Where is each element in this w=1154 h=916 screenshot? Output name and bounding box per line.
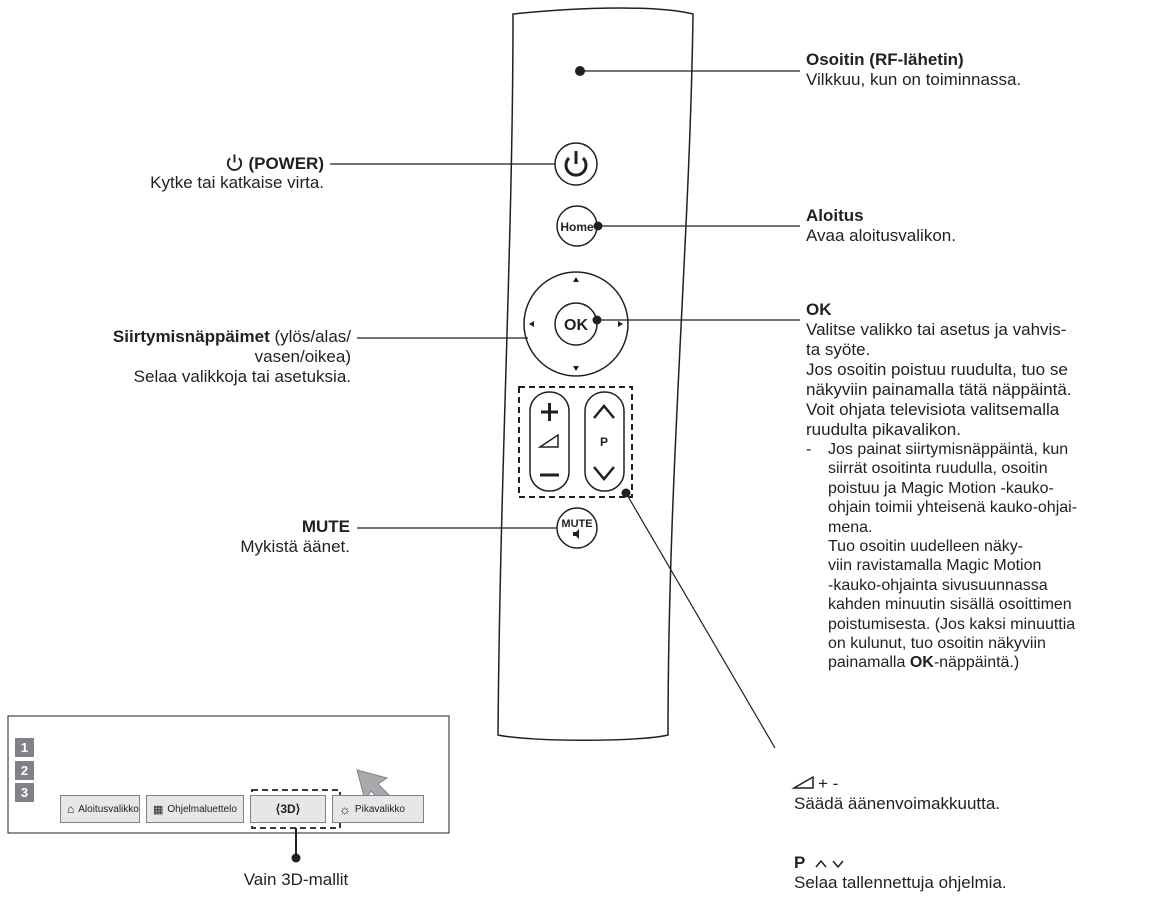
ok-line: Valitse valikko tai asetus ja vahvis- (806, 320, 1067, 339)
power-title: (POWER) (248, 154, 324, 173)
home-menu-button[interactable]: ⌂ Aloitusvalikko (60, 795, 140, 823)
ok-bullet-last-line: painamalla OK-näppäintä.) (828, 654, 1020, 672)
models-3d-label: Vain 3D-mallit (243, 870, 349, 889)
vol-prog-highlight (518, 386, 633, 498)
ok-line: ruudulta pikavalikon. (806, 420, 961, 439)
ok-bullet-line: poistumisesta. (Jos kaksi minuuttia (828, 615, 1076, 633)
remote-body (497, 7, 694, 741)
leader-lines (330, 70, 800, 749)
ok-bullet-line: Jos painat siirtymisnäppäintä, kun (828, 441, 1069, 458)
down-chevron-icon (832, 860, 844, 869)
power-label: (POWER) (100, 153, 324, 174)
home-icon: ⌂ (67, 802, 75, 816)
ok-button[interactable]: OK (554, 302, 598, 346)
ok-line: näkyviin painamalla tätä näppäintä. (806, 380, 1072, 399)
home-button[interactable]: Home (556, 205, 598, 247)
screen-number-3: 3 (15, 783, 34, 802)
svg-text:MUTE: MUTE (561, 518, 592, 530)
gear-icon: ☼ (339, 801, 351, 817)
up-chevron-icon (815, 859, 827, 868)
volume-rocker[interactable] (529, 391, 570, 492)
grid-icon: ▦ (153, 803, 164, 816)
nav-title-rest: (ylös/alas/ (269, 327, 351, 346)
nav-title: Siirtymisnäppäimet (112, 327, 270, 346)
mute-button[interactable]: MUTE (556, 507, 598, 549)
ok-bullet-line: mena. (828, 518, 873, 536)
vol-desc: Säädä äänenvoimakkuutta. (794, 794, 1001, 813)
3d-icon: ⟨3D⟩ (275, 802, 301, 816)
mute-desc: Mykistä äänet. (240, 537, 350, 556)
ok-bullet-line: siirrät osoitinta ruudulla, osoitin (828, 460, 1048, 478)
ok-title: OK (806, 300, 832, 319)
home-desc: Avaa aloitusvalikon. (806, 226, 956, 245)
power-icon (226, 154, 242, 171)
quick-menu-button[interactable]: ☼ Pikavalikko (332, 795, 424, 823)
nav-desc: Selaa valikkoja tai asetuksia. (133, 367, 351, 386)
ok-bullet-line: kahden minuutin sisällä osoittimen (828, 596, 1072, 614)
power-desc: Kytke tai katkaise virta. (150, 173, 324, 192)
svg-text:Home: Home (560, 220, 594, 234)
program-rocker[interactable]: P (584, 391, 625, 492)
nav-title-line: Siirtymisnäppäimet (ylös/alas/ (80, 327, 351, 347)
ok-line: Voit ohjata televisiota valitsemalla (806, 400, 1060, 419)
screen-number-1: 1 (15, 738, 34, 757)
prog-desc: Selaa tallennettuja ohjelmia. (794, 873, 1007, 892)
nav-line2: vasen/oikea) (254, 347, 351, 366)
screen-number-2: 2 (15, 761, 34, 780)
ok-desc: Valitse valikko tai asetus ja vahvis- ta… (806, 320, 1146, 440)
volume-icon (791, 775, 814, 789)
ok-bullet-line: on kulunut, tuo osoitin näkyviin (828, 635, 1046, 653)
home-title: Aloitus (806, 206, 864, 225)
ok-bullet-line: -kauko-ohjainta sivusuunnassa (828, 576, 1048, 594)
ok-line: ta syöte. (806, 340, 871, 359)
pointer-desc: Vilkkuu, kun on toiminnassa. (806, 70, 1022, 89)
svg-text:OK: OK (564, 317, 588, 334)
svg-text:P: P (600, 435, 608, 449)
ok-bullet-line: Tuo osoitin uudelleen näky- (828, 538, 1024, 556)
prog-title: P (794, 853, 806, 872)
ok-line: Jos osoitin poistuu ruudulta, tuo se (806, 360, 1068, 379)
program-list-button[interactable]: ▦ Ohjelmaluettelo (146, 795, 244, 823)
power-button[interactable] (554, 142, 598, 186)
mute-title: MUTE (301, 517, 350, 536)
vol-title: + - (818, 774, 839, 793)
ok-bullet-line: ohjain toimii yhteisenä kauko-ohjai- (828, 499, 1078, 517)
ok-bullet-line: poistuu ja Magic Motion -kauko- (828, 479, 1054, 497)
3d-button[interactable]: ⟨3D⟩ (250, 795, 326, 823)
screen-menu-bar: ⌂ Aloitusvalikko ▦ Ohjelmaluettelo ⟨3D⟩ … (60, 795, 424, 823)
ok-bullet-line: viin ravistamalla Magic Motion (828, 557, 1042, 575)
pointer-title: Osoitin (RF-lähetin) (806, 50, 964, 69)
